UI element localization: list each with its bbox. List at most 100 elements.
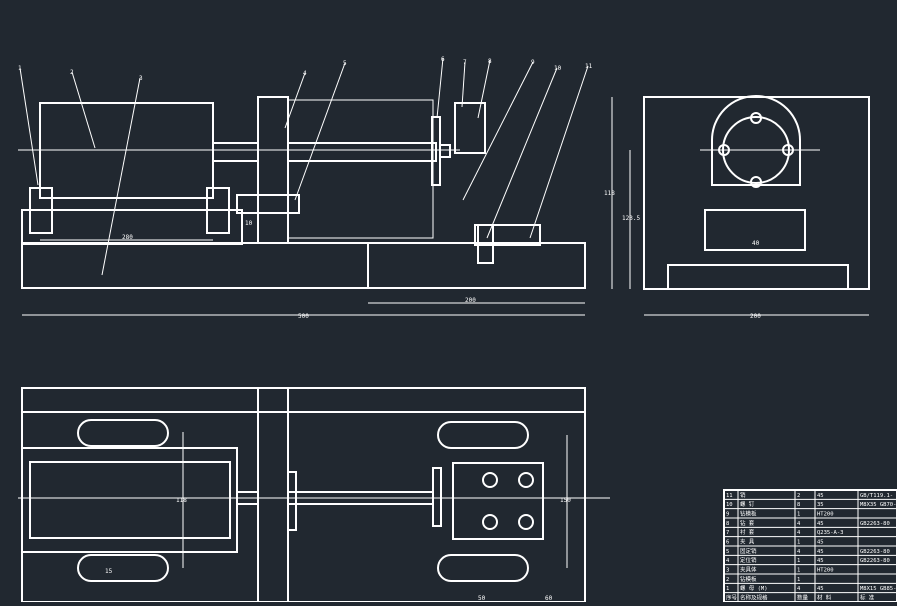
table-cell: 1 xyxy=(797,577,800,583)
table-cell: 3 xyxy=(726,568,729,574)
balloon-6: 6 xyxy=(441,56,445,63)
table-cell: 4 xyxy=(726,558,730,564)
plan-hole-1 xyxy=(482,472,498,488)
table-cell: 45 xyxy=(817,586,824,592)
left-support-front xyxy=(21,209,243,245)
table-cell: 2 xyxy=(726,577,729,583)
table-cell: 1 xyxy=(797,540,800,546)
hidden-box xyxy=(287,99,434,239)
dim-10: 10 xyxy=(245,220,253,227)
table-lines xyxy=(724,490,897,602)
table-cell: 1 xyxy=(797,558,800,564)
plan-mid-plate xyxy=(257,387,289,603)
table-cell: 夹 具 xyxy=(740,538,755,546)
table-cell: 45 xyxy=(817,540,824,546)
dim-plan-small: 15 xyxy=(105,568,113,575)
table-cell: 螺 钉 xyxy=(740,500,755,508)
side-outline xyxy=(643,96,870,290)
balloon-5: 5 xyxy=(343,60,347,67)
slot-top-left xyxy=(77,419,169,447)
table-cell: 1 xyxy=(797,512,800,518)
balloon-7: 7 xyxy=(463,59,467,66)
table-cell: 1 xyxy=(797,568,800,574)
table-cell: 夹具体 xyxy=(740,566,757,574)
table-cell: 6 xyxy=(726,540,729,546)
table-cell: 钻模板 xyxy=(740,510,757,518)
dim-plan-left: 118 xyxy=(176,497,187,504)
table-cell: 1 xyxy=(726,586,729,592)
side-head xyxy=(711,95,801,186)
table-cell: 衬 套 xyxy=(740,528,755,536)
plan-hole-4 xyxy=(518,514,534,530)
table-cell: 标 准 xyxy=(860,594,875,602)
dim-plan-right: 150 xyxy=(560,497,571,504)
dim-280: 280 xyxy=(122,234,133,241)
dim-side-inner: 123.5 xyxy=(622,215,640,222)
left-bolt-front-2 xyxy=(206,187,230,234)
table-cell: M8X15 GB85- xyxy=(860,586,896,592)
plan-right-block xyxy=(452,462,544,540)
table-cell: 4 xyxy=(797,549,801,555)
side-base-lip xyxy=(667,264,849,290)
right-base-front xyxy=(367,242,586,289)
table-cell: 固定销 xyxy=(740,547,757,555)
plan-left-inner xyxy=(29,461,231,539)
table-cell: 45 xyxy=(817,521,824,527)
balloon-10: 10 xyxy=(554,65,562,72)
table-cell: HT200 xyxy=(817,512,834,518)
dim-side-small: 40 xyxy=(752,240,760,247)
plan-handwheel xyxy=(287,471,297,531)
balloon-11: 11 xyxy=(585,63,593,70)
table-cell: HT200 xyxy=(817,568,834,574)
side-support xyxy=(704,209,806,251)
dim-plan-b: 60 xyxy=(545,595,553,602)
table-cell: 45 xyxy=(817,549,824,555)
plan-left-block xyxy=(21,447,238,553)
side-view xyxy=(611,95,870,316)
side-hole-top xyxy=(750,112,762,124)
table-cell: 销 xyxy=(740,491,746,499)
plan-hole-3 xyxy=(482,514,498,530)
right-clamp-front xyxy=(474,224,541,246)
table-cell: 5 xyxy=(726,549,729,555)
slot-top-right xyxy=(437,421,529,449)
table-cell: 7 xyxy=(726,530,729,536)
table-cell: 4 xyxy=(797,586,801,592)
table-cell: 2 xyxy=(797,493,800,499)
balloon-4: 4 xyxy=(303,70,307,77)
plan-handwheel-2 xyxy=(432,467,442,527)
table-cell: GB/T119.1- xyxy=(860,493,893,499)
table-cell: 9 xyxy=(726,512,729,518)
balloon-8: 8 xyxy=(488,58,492,65)
leaders xyxy=(19,57,589,276)
table-cell: Q235-A-3 xyxy=(817,530,844,536)
right-bushing-front xyxy=(454,102,486,154)
shaft-end xyxy=(439,144,451,158)
screw-front xyxy=(236,194,300,214)
shaft-left xyxy=(212,142,259,162)
table-cell: 钻 套 xyxy=(740,519,755,527)
slot-bottom-left xyxy=(77,554,169,582)
right-bolt-front xyxy=(477,224,494,264)
table-cell: 螺 母 (M) xyxy=(740,584,768,592)
balloon-9: 9 xyxy=(531,59,535,66)
table-cell: 4 xyxy=(797,530,801,536)
table-cell: 名称及规格 xyxy=(740,594,768,602)
plan-hole-2 xyxy=(518,472,534,488)
table-cell: GB2263-80 xyxy=(860,521,890,527)
table-cell: GB2263-80 xyxy=(860,558,890,564)
table-cell: 8 xyxy=(726,521,729,527)
dim-side-height: 118 xyxy=(604,190,615,197)
table-cell: 45 xyxy=(817,558,824,564)
table-cell: 材 料 xyxy=(817,594,832,602)
table-text: 1 1 销 2 45 GB/T119.1- 10 螺 钉 8 3 5 M8X35 GB70- 9 钻模板 1… xyxy=(726,491,896,602)
dim-200: 200 xyxy=(465,297,476,304)
table-cell: M8X35 GB70- xyxy=(860,502,896,508)
table-cell: 钻模板 xyxy=(740,575,757,583)
balloon-3: 3 xyxy=(139,75,143,82)
table-cell: 4 xyxy=(797,521,801,527)
slot-bottom-right xyxy=(437,554,529,582)
balloon-2: 2 xyxy=(70,69,74,76)
table-cell: 10 xyxy=(726,502,733,508)
table-cell: 定位销 xyxy=(740,556,757,564)
